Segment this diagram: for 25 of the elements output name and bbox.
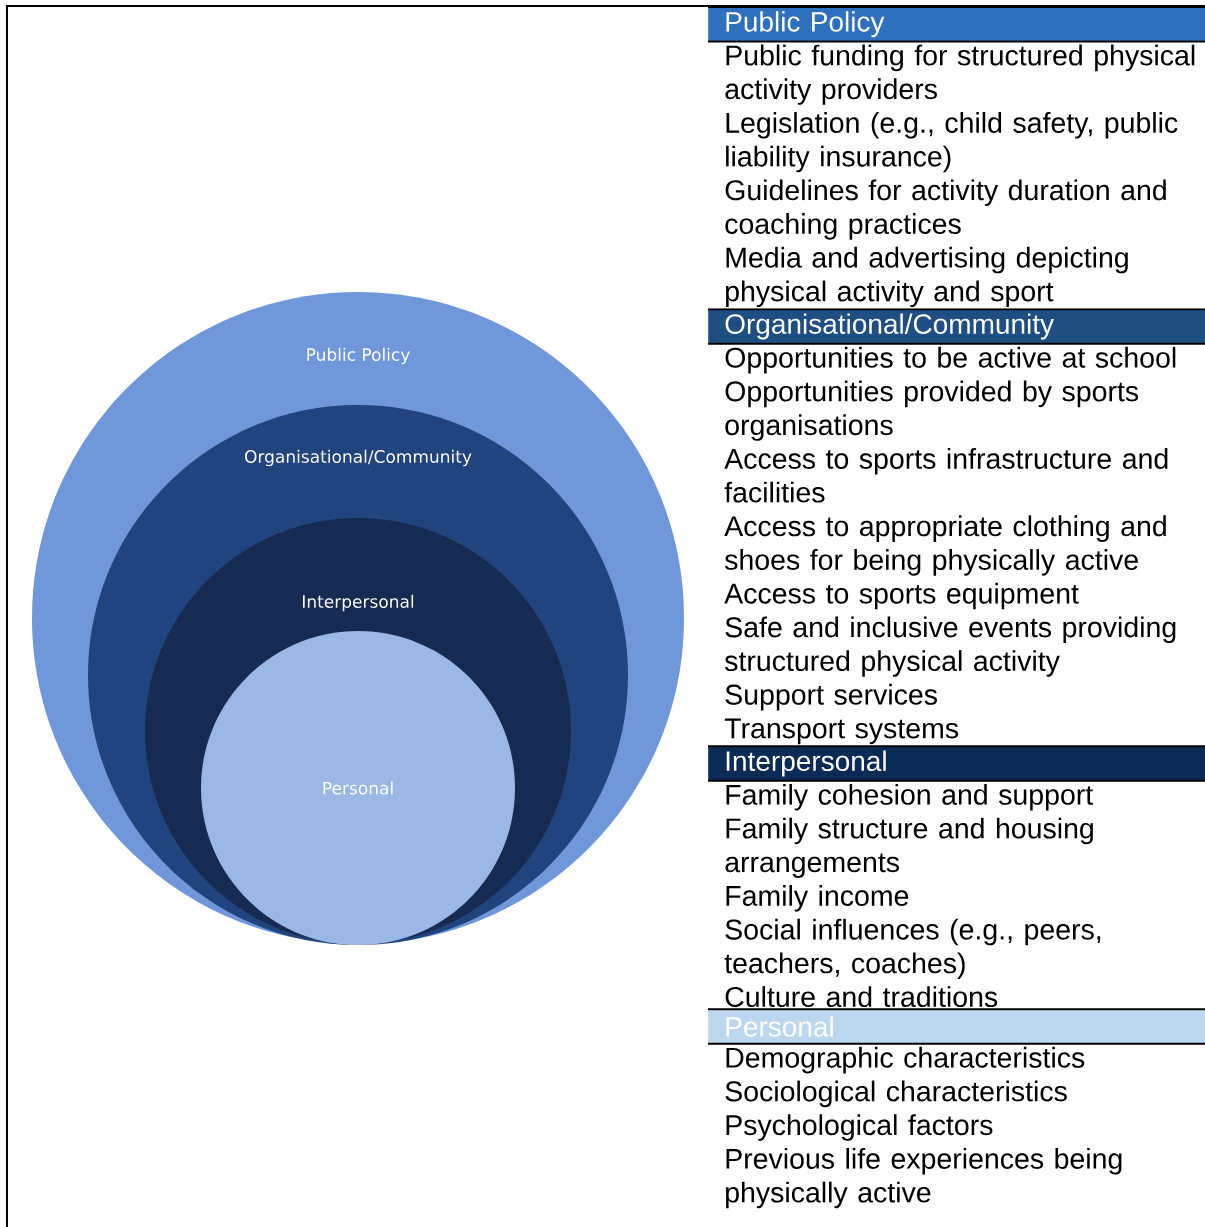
header-band: Personal [707,1008,1205,1045]
list-item: Family income [726,885,909,912]
list-item: Transport systems [724,718,959,745]
list-item: Sociological characteristics [725,1080,1067,1108]
header-band: Public Policy [707,6,1205,43]
list-item: Access to sports infrastructure and facilities [724,447,1168,503]
list-item: Culture and traditions [725,986,998,1008]
list-item: Family cohesion and support [726,783,1093,811]
list-item: Legislation (e.g., child safety, public liability insurance) [726,112,1178,173]
list-item: Opportunities to be active at school [725,346,1176,374]
list-item: Demographic characteristics [726,1046,1085,1074]
list-item: Family structure and housing arrangements [725,817,1093,878]
list-item: Public funding for structured physical activity providers [725,44,1195,105]
list-item: Social influences (e.g., peers, teachers, coaches) [724,918,1101,979]
list-item: Access to sports equipment [724,582,1079,610]
header-band: Organisational/Community [707,308,1205,345]
list-item: Opportunities provided by sports organisations [725,380,1139,441]
list-item: Safe and inclusive events providing structured physical activity [725,616,1176,677]
list-item: Media and advertising depicting physical activity and sport [726,246,1128,308]
list-item: Support services [725,683,937,711]
list-item: Psychological factors [726,1114,993,1141]
header-band: Interpersonal [707,745,1205,782]
list-item: Guidelines for activity duration and coaching practices [725,179,1166,240]
list-item: Access to appropriate clothing and shoes for being physically active [724,515,1166,576]
list-item: Previous life experiences being physically active [726,1147,1122,1209]
